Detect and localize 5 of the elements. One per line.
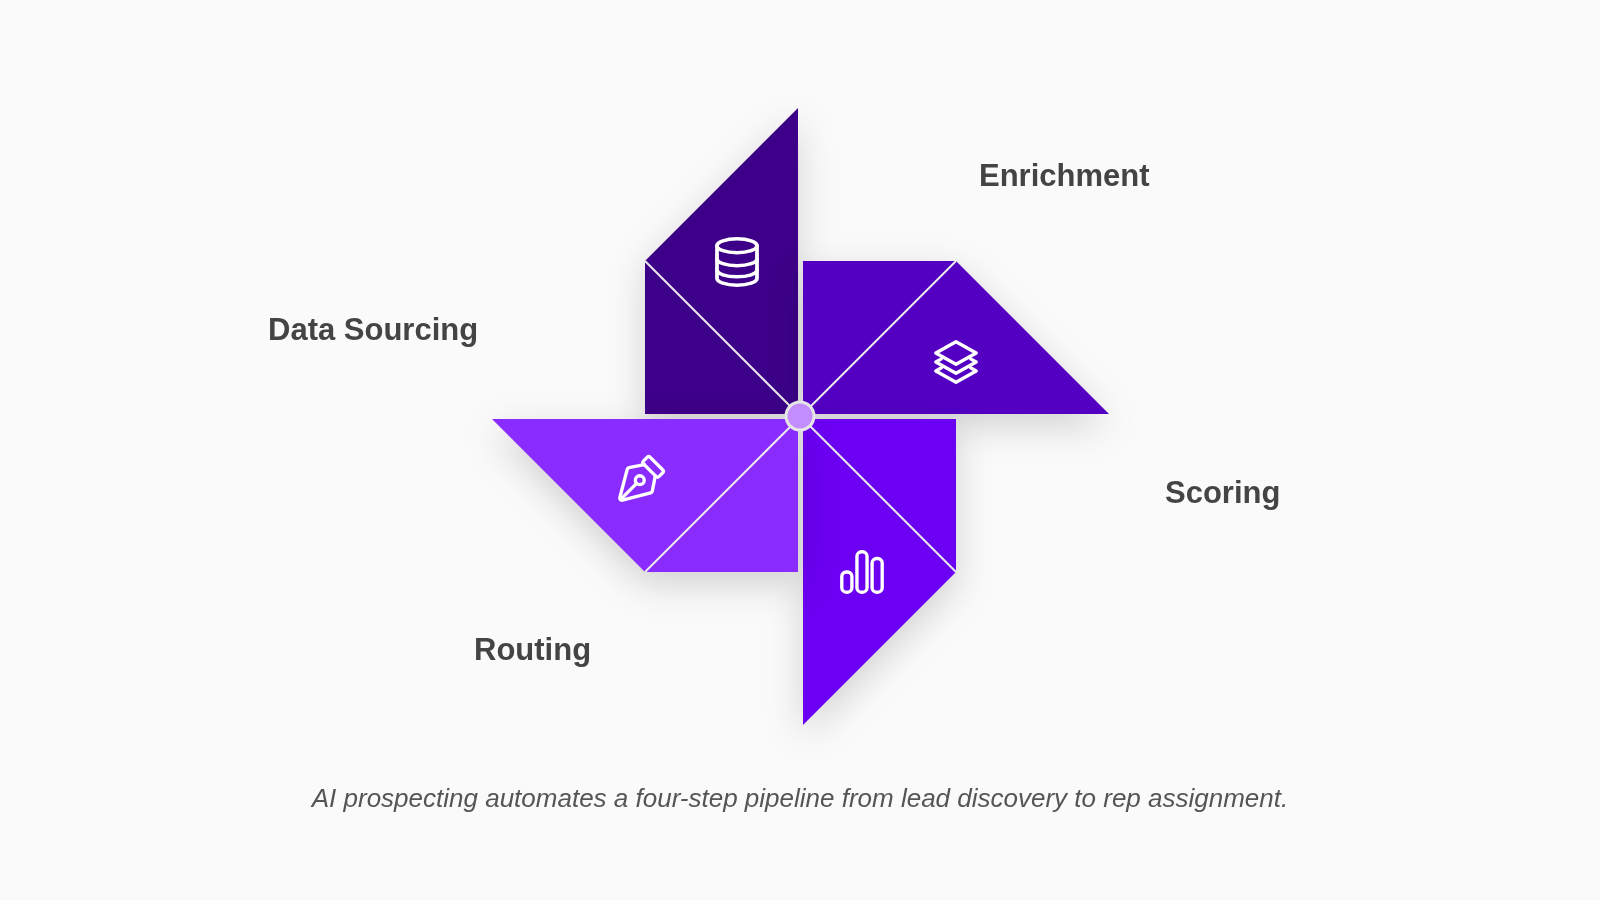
step-label: Enrichment [979,158,1150,194]
caption: AI prospecting automates a four-step pipeline from lead discovery to rep assignment. [311,782,1289,814]
step-label: Scoring [1165,475,1281,511]
step-label: Data Sourcing [268,312,479,348]
step-label: Routing [474,632,592,668]
